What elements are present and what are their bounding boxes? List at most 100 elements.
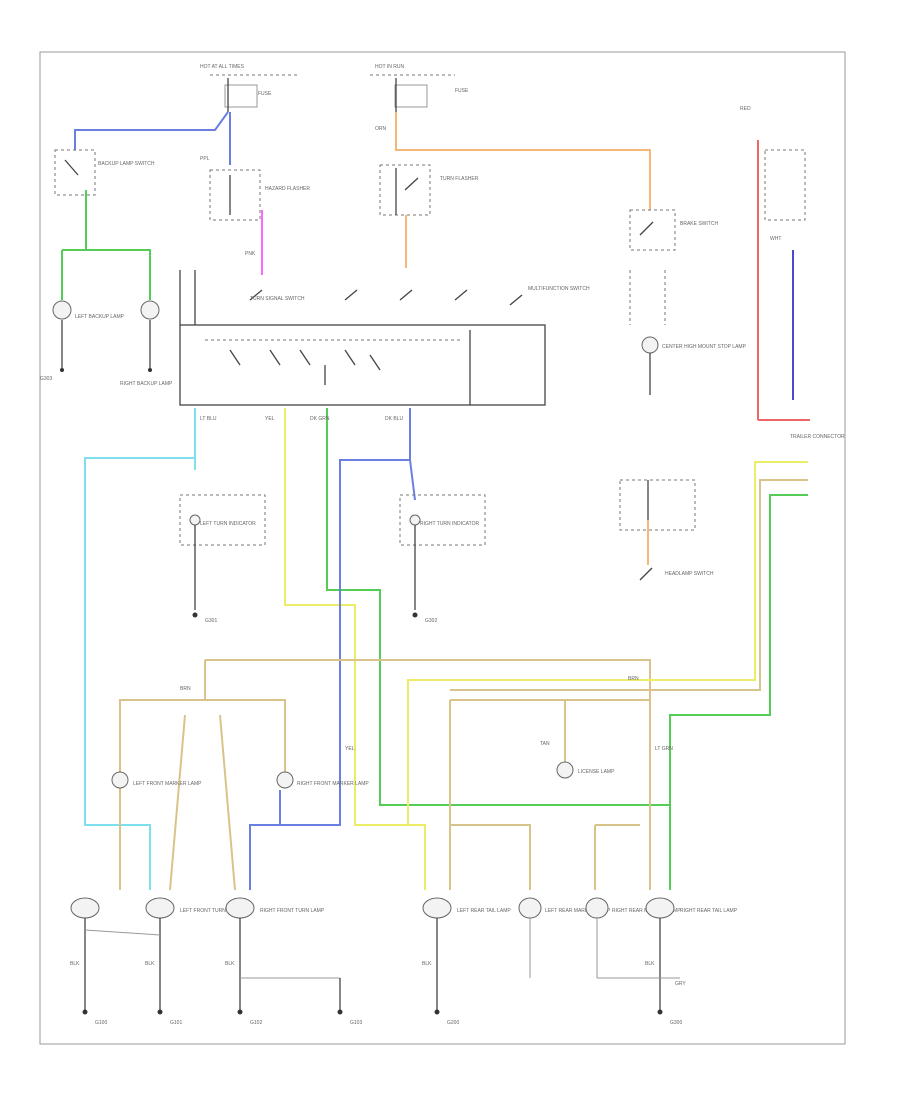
hot-in-run-label: HOT IN RUN (375, 64, 404, 70)
left-front-marker-lamp (111, 771, 129, 789)
right-front-marker-lamp (276, 771, 294, 789)
wire-tag-5: ORN (375, 126, 387, 132)
right-turn-indicator-label: RIGHT TURN INDICATOR (420, 521, 479, 527)
wire-tag-16: BLK (145, 961, 155, 967)
grounds: G100 G101 G102 G103 G200 G300 G301 G302 … (40, 368, 682, 1026)
wire-green-backup (85, 190, 151, 300)
diagram-frame (39, 51, 846, 1045)
ground-point-5 (82, 1009, 88, 1015)
wire-tag-18: BLK (422, 961, 432, 967)
ground-point-4 (412, 612, 418, 618)
wire-blue-rh (249, 408, 411, 890)
ground-point-10 (657, 1009, 663, 1015)
wire-tag-1: LT BLU (200, 416, 217, 422)
wire-green-long (326, 408, 808, 806)
wire-tag-10: WHT (770, 236, 781, 242)
wire-tag-17: BLK (225, 961, 235, 967)
wire-blue-backup (74, 111, 229, 150)
wire-yellow-trailer (407, 461, 808, 825)
multifunction-switch-label: MULTIFUNCTION SWITCH (528, 286, 590, 292)
ground-point-3 (192, 612, 198, 618)
left-rear-marker-label: LEFT REAR MARKER LAMP (545, 908, 611, 914)
fuse-1-label: FUSE (258, 91, 272, 97)
hot-at-all-times-label: HOT AT ALL TIMES (200, 64, 245, 70)
wire-light-blue (84, 408, 196, 890)
hazard-flasher (209, 169, 261, 221)
wire-tag-14: TAN (540, 741, 550, 747)
ground-label-3: G102 (250, 1020, 262, 1026)
turn-flasher-label: TURN FLASHER (440, 176, 479, 182)
ground-label-1: G100 (95, 1020, 107, 1026)
left-front-turn-lamp (145, 897, 175, 919)
ground-label-6: G300 (670, 1020, 682, 1026)
wire-tag-12: YEL (345, 746, 355, 752)
ground-label-4: G103 (350, 1020, 362, 1026)
backup-lamp-switch-label: BACKUP LAMP SWITCH (98, 161, 155, 167)
wire-yellow-stop (284, 408, 426, 890)
wire-tag-7: BRN (180, 686, 191, 692)
multifunction-switch-box (179, 324, 546, 406)
ground-label-9: G303 (40, 376, 52, 382)
turn-flasher (379, 164, 431, 216)
license-lamp (556, 761, 574, 779)
left-backup-lamp (52, 300, 72, 320)
backup-lamp-switch (54, 149, 96, 196)
right-rear-marker-lamp (585, 897, 609, 919)
wire-tag-2: YEL (265, 416, 275, 422)
chmsl-label: CENTER HIGH MOUNT STOP LAMP (662, 344, 747, 350)
wire-tag-6: PPL (200, 156, 210, 162)
right-front-marker-label: RIGHT FRONT MARKER LAMP (297, 781, 369, 787)
right-turn-indicator-box (399, 494, 486, 546)
right-rear-tail-lamp (645, 897, 675, 919)
left-front-marker-label: LEFT FRONT MARKER LAMP (133, 781, 202, 787)
ground-point-8 (337, 1009, 343, 1015)
left-rear-tail-label: LEFT REAR TAIL LAMP (457, 908, 511, 914)
indicators: LEFT TURN INDICATOR RIGHT TURN INDICATOR (179, 494, 486, 610)
brake-switch (629, 209, 676, 251)
wire-tan-bus (205, 659, 651, 700)
wire-tag-11: PNK (245, 251, 256, 257)
ground-label-8: G302 (425, 618, 437, 624)
wire-orange-feed (395, 112, 651, 210)
right-front-turn-lamp (225, 897, 255, 919)
left-turn-indicator-box (179, 494, 266, 546)
wire-tag-3: DK GRN (310, 416, 330, 422)
wire-tag-19: BLK (645, 961, 655, 967)
ground-point-7 (237, 1009, 243, 1015)
headlamp-switch-label: HEADLAMP SWITCH (665, 571, 714, 577)
wire-tag-9: RED (740, 106, 751, 112)
brake-switch-label: BRAKE SWITCH (680, 221, 718, 227)
center-high-mount-stop-lamp (641, 336, 659, 354)
trailer-lamp-left (70, 897, 100, 919)
ground-label-5: G200 (447, 1020, 459, 1026)
ground-label-7: G301 (205, 618, 217, 624)
left-rear-marker-lamp (518, 897, 542, 919)
hazard-flasher-label: HAZARD FLASHER (265, 186, 310, 192)
ground-point-2 (148, 368, 152, 372)
ground-point-1 (60, 368, 64, 372)
right-rear-tail-label: RIGHT REAR TAIL LAMP (680, 908, 738, 914)
left-front-turn-label: LEFT FRONT TURN LAMP (180, 908, 242, 914)
license-lamp-label: LICENSE LAMP (578, 769, 615, 775)
left-backup-lamp-label: LEFT BACKUP LAMP (75, 314, 125, 320)
ground-label-2: G101 (170, 1020, 182, 1026)
turn-signal-switch-label: TURN SIGNAL SWITCH (250, 296, 305, 302)
wire-tags: LT BLU YEL DK GRN DK BLU ORN PPL BRN BRN… (70, 106, 781, 987)
power-feeds: HOT AT ALL TIMES HOT IN RUN FUSE FUSE (200, 64, 469, 112)
right-front-turn-label: RIGHT FRONT TURN LAMP (260, 908, 325, 914)
fuse-1 (224, 84, 258, 108)
ground-point-9 (434, 1009, 440, 1015)
fuse-2-label: FUSE (455, 88, 469, 94)
left-turn-indicator-label: LEFT TURN INDICATOR (200, 521, 256, 527)
wire-tag-13: LT GRN (655, 746, 673, 752)
ground-point-6 (157, 1009, 163, 1015)
lamps: LEFT BACKUP LAMP RIGHT BACKUP LAMP CENTE… (52, 300, 747, 1010)
wire-paths (61, 111, 810, 891)
trailer-connector-box (764, 149, 806, 221)
headlamp-switch (619, 479, 696, 531)
wire-tag-15: BLK (70, 961, 80, 967)
trailer-connector-label: TRAILER CONNECTOR (790, 434, 845, 440)
wire-tag-4: DK BLU (385, 416, 403, 422)
right-backup-lamp-label: RIGHT BACKUP LAMP (120, 381, 173, 387)
wire-tag-20: GRY (675, 981, 686, 987)
